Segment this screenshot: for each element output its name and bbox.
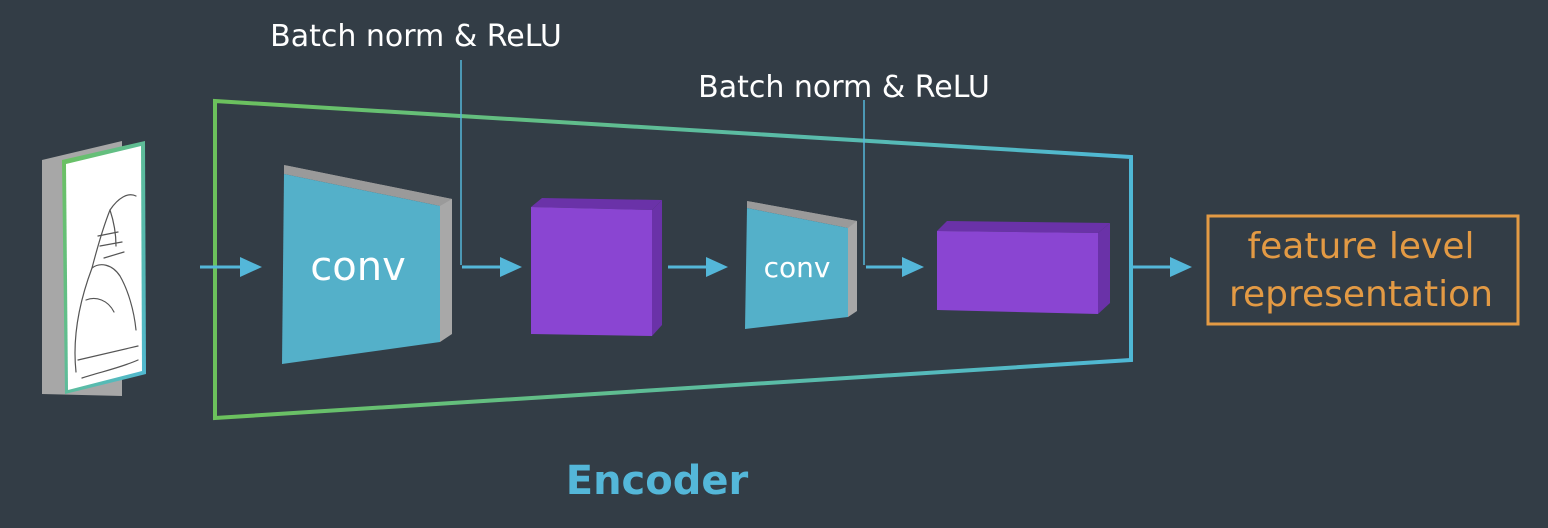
feature-block-2 xyxy=(937,221,1110,314)
encoder-label: Encoder xyxy=(566,458,749,504)
batch-norm-label-1: Batch norm & ReLU xyxy=(270,19,562,54)
arrow-output xyxy=(1133,257,1192,277)
input-image xyxy=(42,141,146,396)
arrow-input xyxy=(200,257,262,277)
conv-block-1: conv xyxy=(282,165,452,364)
arrow-3 xyxy=(668,257,728,277)
encoder-frame xyxy=(213,98,1133,421)
conv-1-label: conv xyxy=(310,244,406,290)
arrow-2 xyxy=(462,257,522,277)
batch-norm-label-2: Batch norm & ReLU xyxy=(698,70,990,105)
shoe-sketch-icon xyxy=(74,194,139,379)
conv-2-label: conv xyxy=(764,251,831,284)
output-label-line2: representation xyxy=(1229,274,1493,315)
feature-representation-box: feature level representation xyxy=(1206,214,1520,326)
conv-block-2: conv xyxy=(745,201,857,329)
feature-block-1 xyxy=(531,198,662,336)
arrow-4 xyxy=(866,257,924,277)
output-label-line1: feature level xyxy=(1247,226,1474,267)
